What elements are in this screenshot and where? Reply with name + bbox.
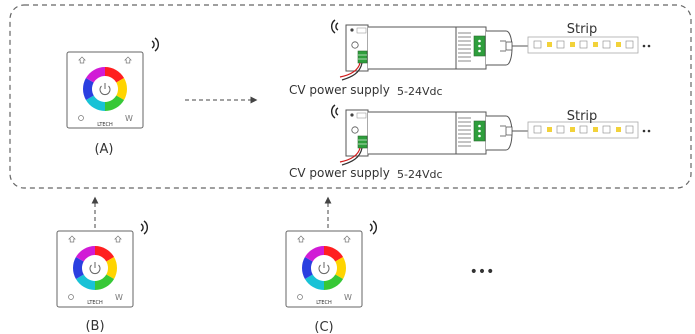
voltage-label-2: 5-24Vdc	[397, 168, 443, 181]
panel-brand: LTECH	[316, 300, 332, 306]
control-panel-a: LTECH (A)	[66, 37, 159, 157]
wireless-signal-icon	[369, 220, 377, 235]
receiver-unit-2: Strip CV power supply 5-24Vdc	[289, 104, 651, 181]
panel-brand: LTECH	[97, 122, 113, 128]
panel-label-c: (C)	[314, 320, 333, 334]
cv-power-supply-label-1: CV power supply	[289, 83, 390, 97]
panel-label-b: (B)	[85, 319, 104, 334]
more-panels-indicator: •••	[470, 264, 495, 280]
control-panel-b: LTECH (B)	[56, 220, 148, 334]
control-panel-c: LTECH (C)	[285, 220, 377, 334]
strip-label-1: Strip	[567, 22, 598, 37]
wireless-zone-boundary	[9, 4, 692, 189]
panel-brand: LTECH	[87, 300, 103, 306]
wireless-signal-icon	[331, 104, 339, 119]
voltage-label-1: 5-24Vdc	[397, 85, 443, 98]
receiver-unit-1: Strip CV power supply 5-24Vdc	[289, 19, 651, 98]
wireless-signal-icon	[140, 220, 148, 235]
wireless-signal-icon	[331, 19, 339, 34]
cv-power-supply-label-2: CV power supply	[289, 166, 390, 180]
wireless-signal-icon	[151, 37, 159, 52]
panel-label-a: (A)	[94, 142, 113, 157]
strip-label-2: Strip	[567, 109, 598, 124]
